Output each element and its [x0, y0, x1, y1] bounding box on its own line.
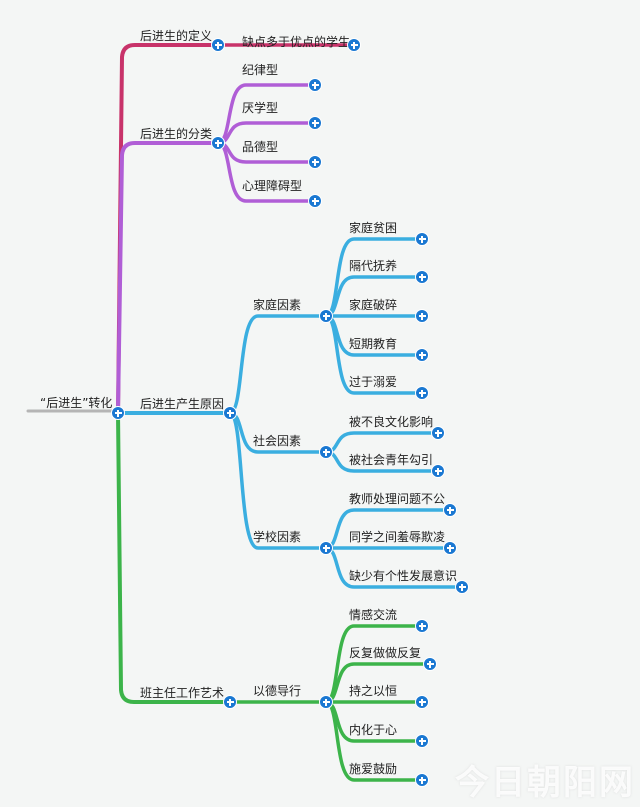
sub-expand-plus-icon[interactable]	[319, 695, 333, 709]
leaf-label: 心理障碍型	[242, 179, 303, 193]
branch-connector	[116, 141, 220, 415]
leaf-label: 缺少有个性发展意识	[349, 569, 458, 583]
root-node-label: “后进生”转化	[40, 396, 113, 410]
leaf-label: 隔代抚养	[349, 259, 398, 273]
branch-label: 班主任工作艺术	[140, 686, 225, 700]
leaf-expand-plus-icon[interactable]	[347, 38, 361, 52]
branch-expand-plus-icon[interactable]	[211, 38, 225, 52]
leaf-label: 厌学型	[242, 101, 279, 115]
branch-expand-plus-icon[interactable]	[223, 406, 237, 420]
leaf-label: 被社会青年勾引	[349, 453, 434, 467]
branch-label: 后进生的分类	[140, 127, 213, 141]
leaf-label: 持之以恒	[349, 684, 398, 698]
sub-expand-plus-icon[interactable]	[319, 445, 333, 459]
sub-branch-label: 学校因素	[253, 530, 302, 544]
sub-connector	[228, 411, 328, 550]
leaf-label: 教师处理问题不公	[349, 492, 446, 506]
leaf-label: 同学之间羞辱欺凌	[349, 530, 446, 544]
branch-expand-plus-icon[interactable]	[211, 136, 225, 150]
leaf-expand-plus-icon[interactable]	[415, 773, 429, 787]
branch-expand-plus-icon[interactable]	[223, 695, 237, 709]
leaf-label: 情感交流	[349, 608, 398, 622]
leaf-label: 内化于心	[349, 723, 398, 737]
leaf-label: 过于溺爱	[349, 375, 398, 389]
sub-branch-label: 社会因素	[253, 434, 302, 448]
leaf-expand-plus-icon[interactable]	[415, 734, 429, 748]
sub-expand-plus-icon[interactable]	[319, 309, 333, 323]
leaf-expand-plus-icon[interactable]	[431, 426, 445, 440]
branch-label: 后进生的定义	[140, 29, 213, 43]
leaf-expand-plus-icon[interactable]	[415, 386, 429, 400]
leaf-label: 短期教育	[349, 337, 398, 351]
sub-branch-label: 以德导行	[253, 684, 302, 698]
leaf-label: 反复做做反复	[349, 646, 422, 660]
leaf-expand-plus-icon[interactable]	[423, 657, 437, 671]
leaf-expand-plus-icon[interactable]	[308, 155, 322, 169]
leaf-label: 品德型	[242, 140, 279, 154]
watermark: 今日朝阳网	[455, 763, 635, 803]
leaf-label: 纪律型	[242, 63, 279, 77]
sub-branch-label: 家庭因素	[253, 298, 302, 312]
leaf-expand-plus-icon[interactable]	[431, 464, 445, 478]
leaf-expand-plus-icon[interactable]	[415, 695, 429, 709]
sub-expand-plus-icon[interactable]	[319, 541, 333, 555]
leaf-expand-plus-icon[interactable]	[308, 78, 322, 92]
leaf-expand-plus-icon[interactable]	[443, 503, 457, 517]
leaf-label: 家庭贫困	[349, 221, 398, 235]
leaf-label: 缺点多于优点的学生	[242, 35, 351, 49]
leaf-expand-plus-icon[interactable]	[308, 116, 322, 130]
root-expand-plus-icon[interactable]	[111, 406, 125, 420]
branch-connector	[116, 411, 232, 704]
leaf-expand-plus-icon[interactable]	[443, 541, 457, 555]
sub-connector	[228, 314, 328, 415]
leaf-expand-plus-icon[interactable]	[455, 580, 469, 594]
leaf-connector	[324, 431, 440, 454]
leaf-label: 施爱鼓励	[349, 762, 398, 776]
leaf-expand-plus-icon[interactable]	[308, 194, 322, 208]
leaf-label: 家庭破碎	[349, 298, 398, 312]
branch-label: 后进生产生原因	[140, 397, 225, 411]
leaf-expand-plus-icon[interactable]	[415, 270, 429, 284]
leaf-label: 被不良文化影响	[349, 415, 434, 429]
leaf-expand-plus-icon[interactable]	[415, 232, 429, 246]
branch-connector	[116, 43, 220, 415]
leaf-expand-plus-icon[interactable]	[415, 348, 429, 362]
leaf-expand-plus-icon[interactable]	[415, 619, 429, 633]
leaf-expand-plus-icon[interactable]	[415, 309, 429, 323]
